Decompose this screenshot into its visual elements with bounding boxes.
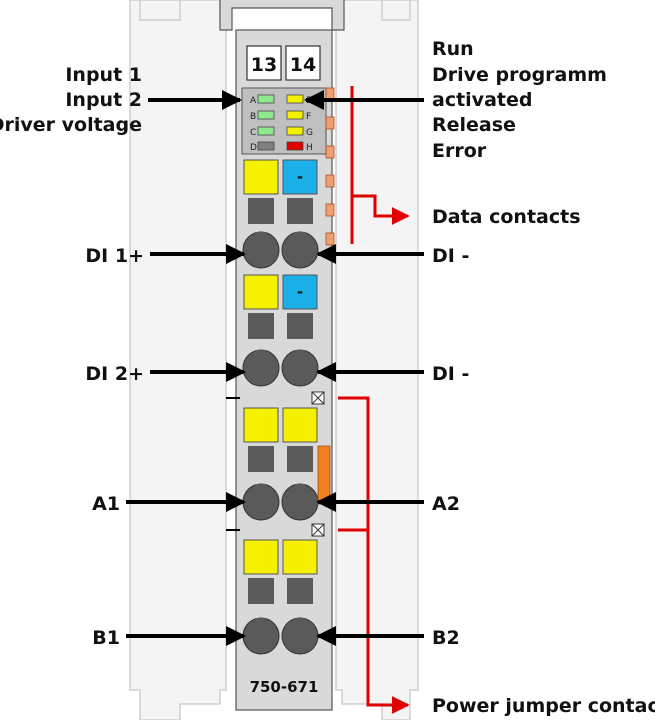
led-d-gray: [257, 141, 275, 151]
label-di-minus-2: DI -: [432, 363, 469, 385]
clamp-slot-4a: [248, 578, 274, 604]
push-button-yellow-4a: [243, 539, 279, 575]
label-driver-voltage: Driver voltage: [0, 114, 142, 136]
led-panel: A B C D E F G H: [241, 87, 327, 155]
label-a1: A1: [92, 493, 120, 515]
clamp-slot-1b: [287, 198, 313, 224]
led-letter-g: G: [306, 128, 313, 138]
din-rail: [129, 0, 419, 720]
push-button-yellow-1: [243, 159, 279, 195]
clamp-slot-2b: [287, 313, 313, 339]
led-a-green: [257, 94, 275, 104]
label-di-minus-1: DI -: [432, 245, 469, 267]
section-4: [242, 539, 319, 655]
push-button-yellow-2: [243, 274, 279, 310]
led-letter-b: B: [250, 112, 256, 122]
led-f-yellow: [286, 110, 304, 120]
label-data-contacts: Data contacts: [432, 206, 581, 228]
right-labels: Run Drive programm activated Release Err…: [432, 38, 655, 717]
marker-cards: 13 14: [246, 45, 321, 81]
label-di1-plus: DI 1+: [85, 245, 144, 267]
power-jumper-blade: [317, 445, 331, 505]
label-input-2: Input 2: [65, 89, 142, 111]
marker-14: 14: [290, 54, 316, 76]
led-letter-f: F: [306, 112, 311, 122]
led-letter-a: A: [250, 96, 257, 106]
label-input-1: Input 1: [65, 64, 142, 86]
push-button-blue-2: [282, 274, 318, 310]
led-g-yellow: [286, 126, 304, 136]
led-h-red: [286, 141, 304, 151]
section-2: -: [242, 274, 319, 387]
led-letter-d: D: [250, 143, 257, 153]
label-activated: activated: [432, 89, 532, 111]
push-button-blue-1: [282, 159, 318, 195]
left-labels: Input 1 Input 2 Driver voltage DI 1+ DI …: [0, 64, 144, 649]
led-letter-c: C: [250, 128, 256, 138]
part-number: 750-671: [250, 678, 319, 696]
push-button-yellow-3b: [282, 407, 318, 443]
push-button-yellow-4b: [282, 539, 318, 575]
clamp-slot-3a: [248, 446, 274, 472]
led-b-green: [257, 110, 275, 120]
clamp-slot-2a: [248, 313, 274, 339]
label-b1: B1: [92, 627, 120, 649]
label-di2-plus: DI 2+: [85, 363, 144, 385]
label-b2: B2: [432, 627, 460, 649]
clamp-slot-1a: [248, 198, 274, 224]
data-contacts-bracket: [350, 86, 410, 244]
label-a2: A2: [432, 493, 460, 515]
marker-13: 13: [251, 54, 277, 76]
led-letter-h: H: [306, 143, 313, 153]
section-1: -: [242, 159, 319, 269]
label-power-jumper-contacts: Power jumper contacts: [432, 695, 655, 717]
label-drive-programm: Drive programm: [432, 64, 607, 86]
label-run: Run: [432, 38, 474, 60]
jumper-contact-bottom: [226, 523, 325, 537]
arrows-right: [304, 90, 424, 646]
power-jumper-bracket: [338, 396, 410, 714]
led-c-green: [257, 126, 275, 136]
minus-sign-1: -: [297, 168, 303, 186]
arrows-left: [126, 90, 246, 646]
minus-sign-2: -: [297, 283, 303, 301]
push-button-yellow-3a: [243, 407, 279, 443]
clamp-slot-4b: [287, 578, 313, 604]
clamp-slot-3b: [287, 446, 313, 472]
jumper-contact-top: [226, 391, 325, 405]
label-release: Release: [432, 114, 516, 136]
led-e-yellow: [286, 94, 304, 104]
locking-lever: [219, 0, 345, 31]
label-error: Error: [432, 140, 487, 162]
